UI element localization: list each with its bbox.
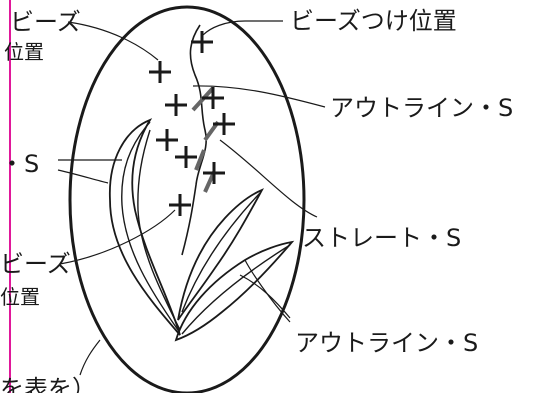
label-cropped-top-left-1: ビーズ (10, 8, 81, 36)
label-cropped-left-lower-1: ビーズ (0, 250, 71, 278)
leader-outline-top (192, 85, 326, 108)
leaf-left-outer (109, 118, 181, 336)
bead-marker-plus (191, 31, 213, 53)
bead-marker-plus (165, 94, 187, 116)
label-cropped-top-left-2: 位置 (4, 40, 44, 64)
stem-line (181, 24, 207, 256)
leaf-left-inner-2 (137, 129, 181, 331)
bead-marker-plus (169, 194, 191, 216)
leader-left-lower (59, 209, 176, 265)
leaf-right-lower-inner (181, 244, 291, 335)
leader-straight (219, 139, 318, 218)
label-cropped-left-lower-2: 位置 (0, 285, 40, 309)
leaf-right-upper-inner (181, 192, 261, 313)
leader-top-left (67, 21, 159, 61)
leader-bottom-left (79, 339, 101, 376)
leader-lines (57, 20, 326, 376)
bead-markers (149, 31, 235, 216)
bead-marker-plus (175, 146, 197, 168)
leaf-left-inner (121, 121, 179, 331)
leader-outline-bottom-2 (244, 259, 291, 323)
label-cropped-bottom-left: を表を） (0, 375, 96, 393)
leaf-right-upper-outer (177, 188, 265, 321)
bead-marker-plus (202, 87, 224, 109)
label-bead-position: ビーズつけ位置 (290, 7, 457, 35)
bead-marker-plus (149, 61, 171, 83)
label-outline-stitch-bottom: アウトライン・S (295, 329, 478, 357)
label-cropped-left-mid: ・S (0, 150, 39, 178)
oval-outline (68, 5, 306, 393)
leaf-right-lower-outer (174, 240, 295, 342)
bead-marker-plus (203, 162, 225, 184)
leader-bead-position (202, 20, 283, 36)
bead-marker-plus (213, 113, 235, 135)
label-outline-stitch-top: アウトライン・S (330, 94, 513, 122)
label-straight-stitch: ストレート・S (302, 224, 461, 252)
bead-marker-plus (156, 129, 178, 151)
leader-left-mid-2 (57, 169, 109, 184)
